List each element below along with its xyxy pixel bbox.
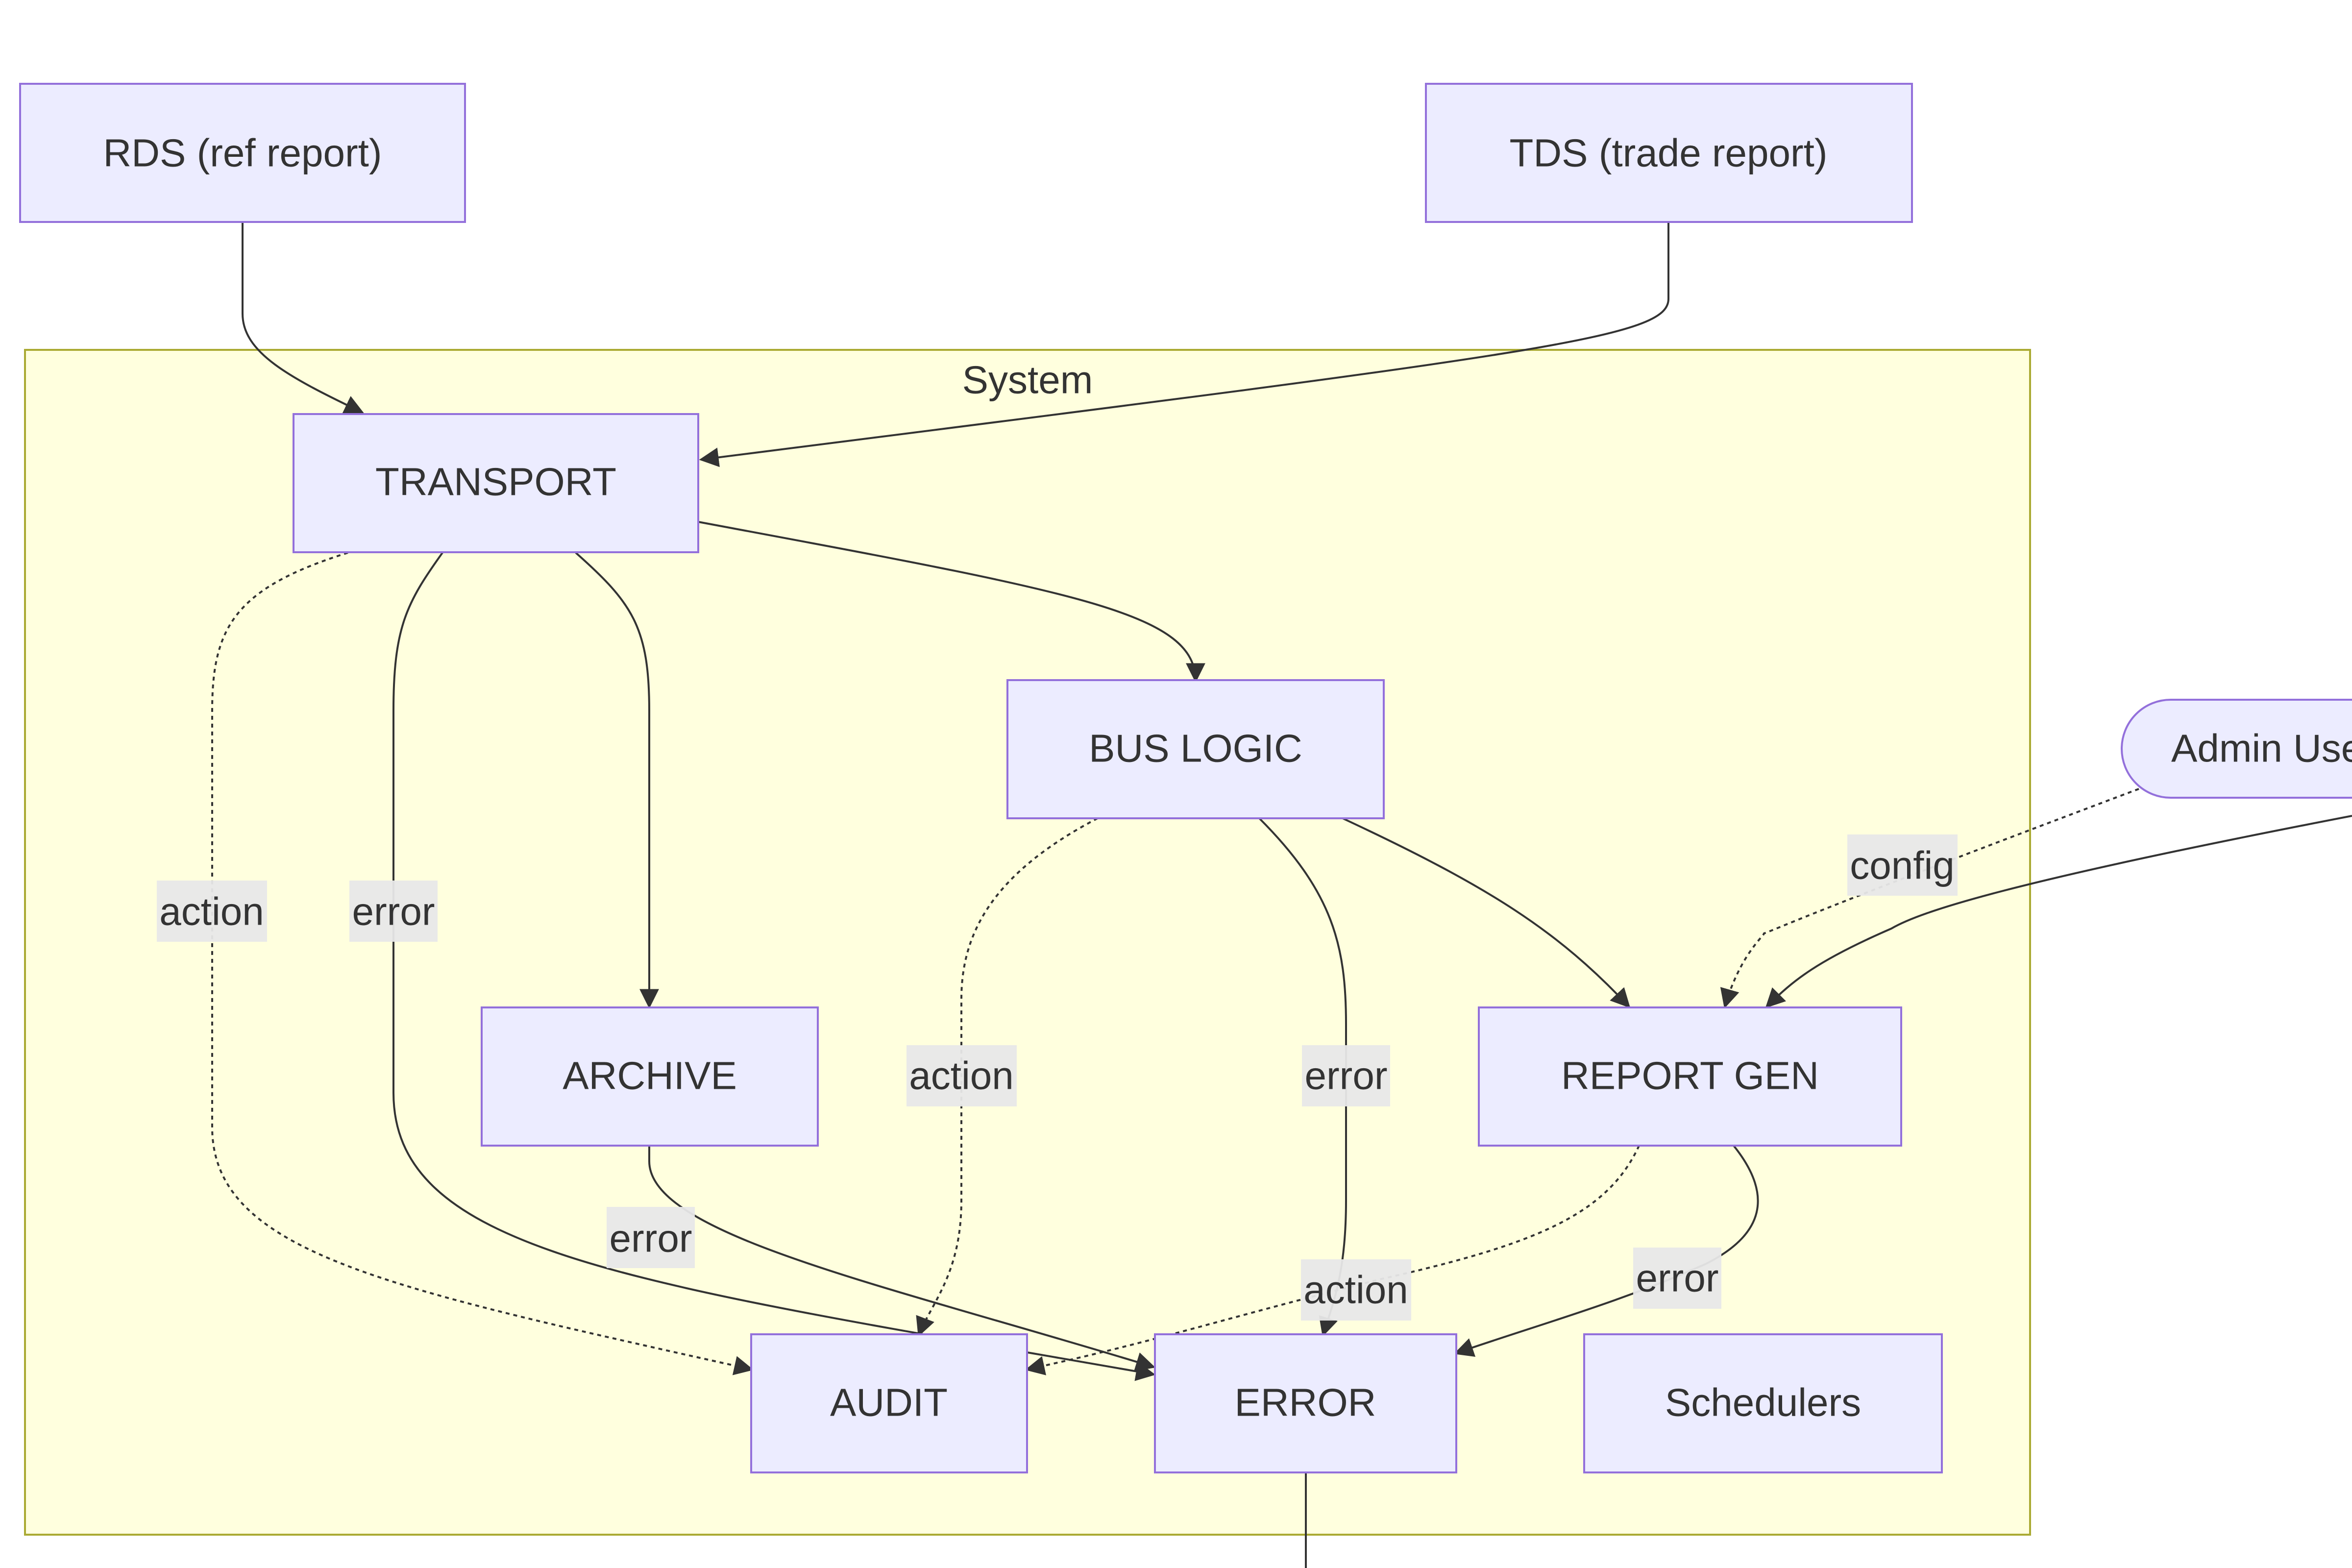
node-bus-logic[interactable]: BUS LOGIC [1006, 679, 1385, 819]
node-transport[interactable]: TRANSPORT [293, 413, 699, 553]
edge-tds-to-transport [699, 222, 1669, 467]
svg-text:action: action [159, 890, 264, 933]
node-admin-user-label: Admin User [2171, 727, 2352, 770]
edge-label-transport-error: error [349, 881, 438, 942]
edge-bus-logic-to-audit [916, 817, 1098, 1337]
node-archive[interactable]: ARCHIVE [481, 1006, 819, 1147]
svg-text:action: action [1303, 1268, 1408, 1312]
node-rds-box[interactable] [19, 83, 466, 223]
edge-rds-to-transport [242, 222, 365, 414]
node-admin-user-box[interactable] [2121, 699, 2352, 799]
svg-text:error: error [1636, 1256, 1719, 1300]
node-tds-box[interactable] [1425, 83, 1913, 223]
node-bus-logic-box[interactable] [1006, 679, 1385, 819]
edge-admin-user-to-report-gen [1765, 815, 2352, 1008]
node-audit-label: AUDIT [830, 1381, 948, 1424]
node-transport-label: TRANSPORT [375, 460, 616, 504]
node-archive-box[interactable] [481, 1006, 819, 1147]
svg-text:error: error [1305, 1054, 1388, 1098]
edge-label-report-gen-error: error [1633, 1248, 1721, 1309]
edge-labels: action error error action error config a… [157, 834, 1958, 1321]
node-admin-user[interactable]: Admin User [2121, 699, 2352, 799]
edge-transport-to-error [392, 552, 1156, 1381]
node-schedulers[interactable]: Schedulers [1583, 1333, 1943, 1473]
node-error-box[interactable] [1154, 1333, 1457, 1473]
node-tds-label: TDS (trade report) [1509, 131, 1827, 175]
svg-text:error: error [352, 890, 435, 933]
edge-label-report-gen-audit: action [1301, 1259, 1411, 1321]
edge-archive-to-error [648, 1146, 1156, 1372]
node-audit-box[interactable] [750, 1333, 1028, 1473]
edge-label-admin-config: config [1847, 834, 1958, 896]
edge-label-archive-error: error [607, 1207, 695, 1268]
edge-bus-logic-to-report-gen [1342, 817, 1631, 1008]
edge-label-bus-logic-error: error [1302, 1045, 1390, 1106]
node-schedulers-box[interactable] [1583, 1333, 1943, 1473]
node-archive-label: ARCHIVE [563, 1054, 737, 1098]
svg-text:config: config [1850, 844, 1954, 887]
node-error-label: ERROR [1235, 1381, 1376, 1424]
node-schedulers-label: Schedulers [1665, 1381, 1861, 1424]
node-report-gen-box[interactable] [1478, 1006, 1902, 1147]
edge-transport-to-bus-logic [698, 521, 1205, 683]
svg-text:error: error [610, 1217, 692, 1260]
edge-label-bus-logic-audit: action [906, 1045, 1017, 1106]
edge-transport-to-archive [575, 552, 659, 1009]
node-tds[interactable]: TDS (trade report) [1425, 83, 1913, 223]
node-rds-label: RDS (ref report) [103, 131, 382, 175]
node-error[interactable]: ERROR [1154, 1333, 1457, 1473]
node-report-gen[interactable]: REPORT GEN [1478, 1006, 1902, 1147]
node-rds[interactable]: RDS (ref report) [19, 83, 466, 223]
node-audit[interactable]: AUDIT [750, 1333, 1028, 1473]
node-bus-logic-label: BUS LOGIC [1089, 727, 1302, 770]
node-transport-box[interactable] [293, 413, 699, 553]
node-report-gen-label: REPORT GEN [1561, 1054, 1819, 1098]
edge-label-transport-audit: action [157, 881, 267, 942]
svg-text:action: action [909, 1054, 1013, 1098]
system-cluster-label: System [962, 358, 1093, 402]
